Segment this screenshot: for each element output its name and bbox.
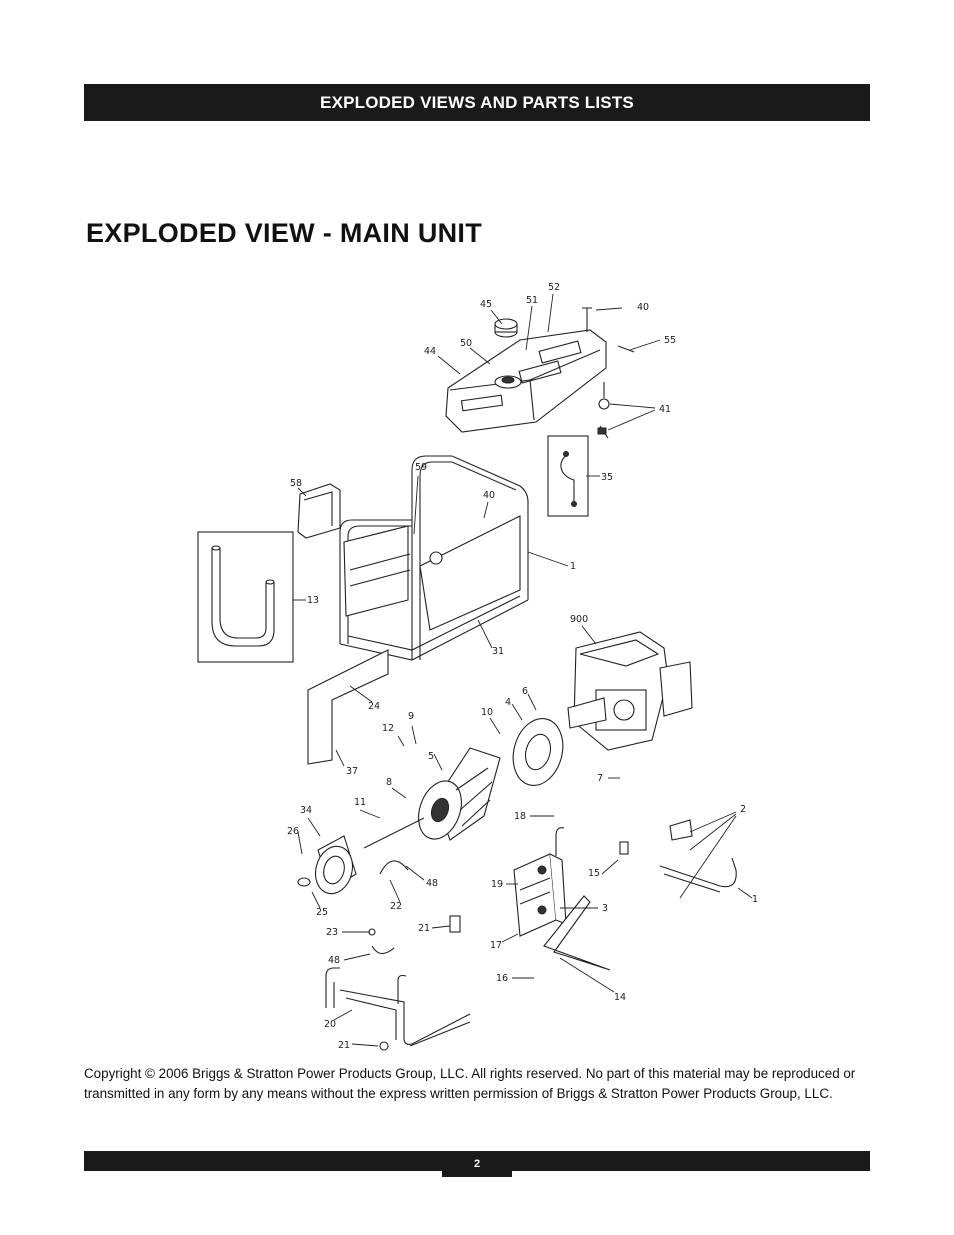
rear-bearing-carrier [512,718,564,786]
mounting-bracket [307,649,389,765]
callout-label: 3 [602,903,608,914]
callout-label: 900 [570,614,588,625]
callout-label: 31 [492,646,504,657]
callout-label: 14 [614,992,626,1003]
callout-label: 48 [328,955,340,966]
callout-label: 10 [481,707,493,718]
exploded-view-svg: 45 51 52 40 55 44 50 41 35 58 59 40 1 13… [197,282,758,1051]
leader-lines [293,293,753,1047]
callout-label: 50 [460,338,472,349]
callout-label: 40 [483,490,495,501]
callout-label: 13 [307,595,319,606]
callout-label: 18 [514,811,526,822]
wire-harness [379,860,409,875]
callout-label: 37 [346,766,358,777]
callout-label: 8 [386,777,392,788]
callout-label: 51 [526,295,538,306]
exploded-view-diagram: 45 51 52 40 55 44 50 41 35 58 59 40 1 13… [0,270,954,1070]
callout-label: 25 [316,907,328,918]
callout-label: 40 [637,302,649,313]
callout-label: 5 [428,751,434,762]
callout-label: 26 [287,826,299,837]
callout-label: 11 [354,797,366,808]
callout-label: 17 [490,940,502,951]
callout-label: 59 [415,462,427,473]
section-header-bar: EXPLODED VIEWS AND PARTS LISTS [84,84,870,121]
callout-label: 21 [418,923,430,934]
callout-label: 23 [326,927,338,938]
callout-label: 22 [390,901,402,912]
copyright-notice: Copyright © 2006 Briggs & Stratton Power… [84,1066,856,1101]
callout-label: 41 [659,404,671,415]
callout-label: 4 [505,697,511,708]
fuel-cap [494,318,518,338]
callout-label: 35 [601,472,613,483]
callout-label: 20 [324,1019,336,1030]
callout-label: 9 [408,711,414,722]
callout-label: 19 [491,879,503,890]
side-cover [297,483,341,539]
bottom-frame [325,967,471,1047]
callout-label: 7 [597,773,603,784]
callout-label: 12 [382,723,394,734]
frame [339,455,529,661]
callout-label: 6 [522,686,528,697]
callout-label: 2 [740,804,746,815]
fuel-line-box [547,435,589,517]
callout-label: 48 [426,878,438,889]
stator [418,747,501,841]
callout-label: 55 [664,335,676,346]
section-title: EXPLODED VIEWS AND PARTS LISTS [320,92,634,112]
handle-box [197,531,294,663]
callout-label: 34 [300,805,312,816]
callout-label: 44 [424,346,436,357]
spark-plug [619,841,629,855]
vibration-mount [449,915,461,933]
callout-label: 1 [752,894,758,905]
engine [567,631,693,751]
callout-label: 58 [290,478,302,489]
end-cover [314,835,357,895]
muffler-bracket [543,895,611,971]
callout-label: 21 [338,1040,350,1051]
callout-label: 15 [588,868,600,879]
through-bolt [363,817,425,849]
callout-labels: 45 51 52 40 55 44 50 41 35 58 59 40 1 13… [287,282,758,1051]
callout-label: 1 [570,561,576,572]
plug [297,877,311,887]
callout-label: 24 [368,701,380,712]
fuel-tank [445,329,607,433]
muffler [513,827,567,937]
page-number-tab: 2 [442,1151,512,1177]
page-number: 2 [473,1158,481,1170]
right-handle [659,819,737,893]
page-title: EXPLODED VIEW - MAIN UNIT [86,218,483,248]
callout-label: 52 [548,282,560,293]
callout-label: 45 [480,299,492,310]
callout-label: 16 [496,973,508,984]
